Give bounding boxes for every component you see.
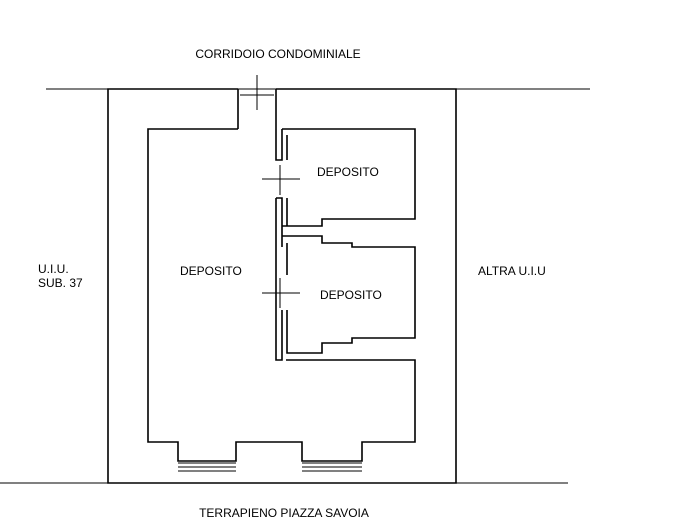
left-unit-label: U.I.U. — [38, 262, 69, 276]
main-room-label: DEPOSITO — [180, 264, 242, 278]
top-room-label: DEPOSITO — [317, 165, 379, 179]
right-unit-label: ALTRA U.I.U — [478, 264, 546, 278]
window-left — [178, 462, 236, 472]
main-room-inner-wall — [147, 128, 416, 462]
outer-wall — [107, 88, 457, 484]
bottom-label: TERRAPIENO PIAZZA SAVOIA — [199, 506, 369, 520]
room-top-walls — [282, 128, 416, 227]
spine-wall — [275, 129, 283, 361]
room-mid-walls — [282, 235, 416, 354]
left-unit-sub-label: SUB. 37 — [38, 276, 83, 290]
corridor-label: CORRIDOIO CONDOMINIALE — [195, 47, 360, 61]
mid-room-label: DEPOSITO — [320, 288, 382, 302]
window-right — [302, 462, 362, 472]
